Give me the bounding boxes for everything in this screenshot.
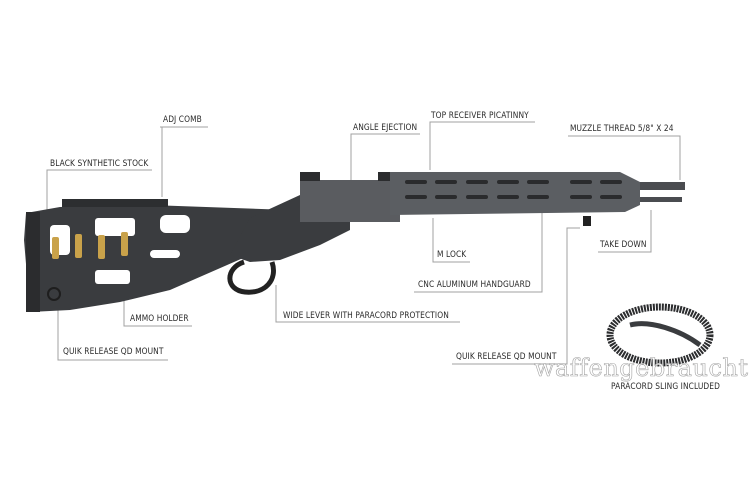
paracord-sling [606, 303, 714, 367]
label-paracord-sling: PARACORD SLING INCLUDED [611, 382, 720, 392]
label-muzzle-thread: MUZZLE THREAD 5/8" X 24 [570, 124, 674, 134]
label-m-lock: M LOCK [437, 250, 467, 260]
label-qd-mount-handguard: QUIK RELEASE QD MOUNT [456, 352, 557, 362]
label-cnc-handguard: CNC ALUMINUM HANDGUARD [418, 280, 531, 290]
label-angle-ejection: ANGLE EJECTION [353, 123, 418, 133]
label-top-receiver-picatinny: TOP RECEIVER PICATINNY [431, 111, 529, 121]
label-qd-mount-stock: QUIK RELEASE QD MOUNT [63, 347, 164, 357]
label-ammo-holder: AMMO HOLDER [130, 314, 189, 324]
label-wide-lever: WIDE LEVER WITH PARACORD PROTECTION [283, 311, 449, 321]
label-black-synthetic-stock: BLACK SYNTHETIC STOCK [50, 159, 149, 169]
leader-lines [46, 121, 681, 365]
ammo-cartridges [52, 232, 128, 259]
label-take-down: TAKE DOWN [600, 240, 647, 250]
label-adj-comb: ADJ COMB [163, 115, 202, 125]
receiver [227, 172, 400, 295]
handguard [390, 172, 685, 226]
watermark: waffengebraucht.at [534, 354, 750, 383]
